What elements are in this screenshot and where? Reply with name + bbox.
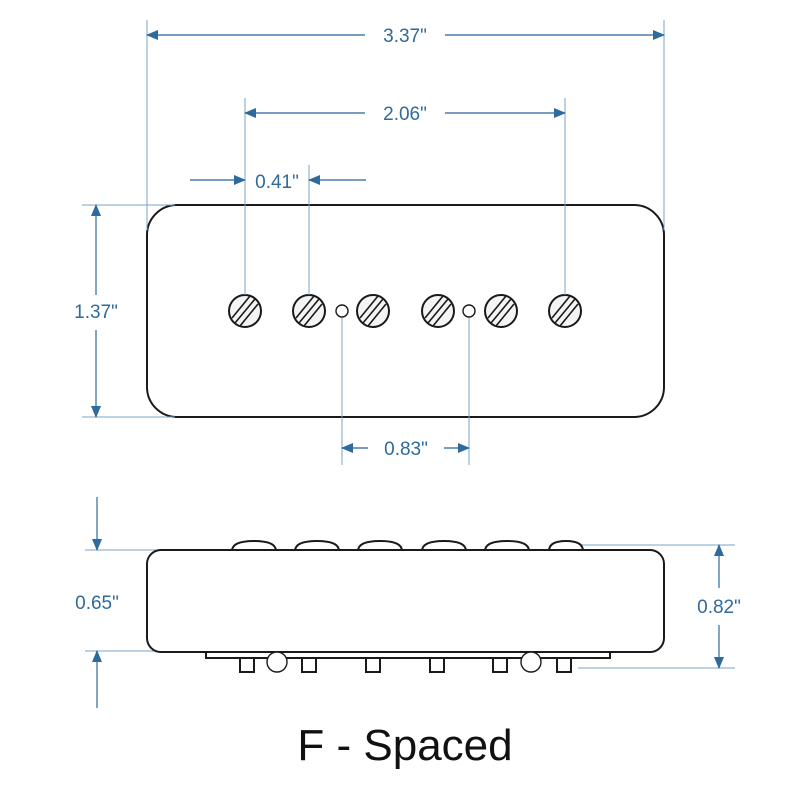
- pole-piece: [484, 294, 518, 328]
- pole-piece: [548, 294, 582, 328]
- diagram-title: F - Spaced: [297, 721, 512, 770]
- pole-pieces: [228, 294, 582, 328]
- side-view: [146, 539, 665, 673]
- height-label: 1.37": [74, 302, 118, 323]
- pole-piece: [421, 294, 455, 328]
- outer-pole-span-label: 2.06": [383, 104, 427, 125]
- mounting-hole: [462, 304, 476, 318]
- pole-tops: [230, 539, 585, 552]
- body-thickness-label: 0.65": [75, 593, 119, 614]
- pickup-top-outline: [146, 204, 665, 418]
- total-thickness-label: 0.82": [697, 597, 741, 618]
- dimension-labels: 3.37" 2.06" 0.41" 1.37" 0.83" 0.65" 0.82…: [74, 26, 741, 618]
- top-view: [146, 204, 665, 418]
- pole-piece: [356, 294, 390, 328]
- pole-piece: [228, 294, 262, 328]
- pickup-side-body: [146, 549, 665, 653]
- pole-spacing-label: 0.41": [255, 172, 299, 193]
- overall-length-label: 3.37": [383, 26, 427, 47]
- dimension-lines: [91, 30, 724, 708]
- base-plate: [205, 651, 611, 673]
- mounting-hole: [335, 304, 349, 318]
- pole-piece: [292, 294, 326, 328]
- screw-spacing-label: 0.83": [384, 439, 428, 460]
